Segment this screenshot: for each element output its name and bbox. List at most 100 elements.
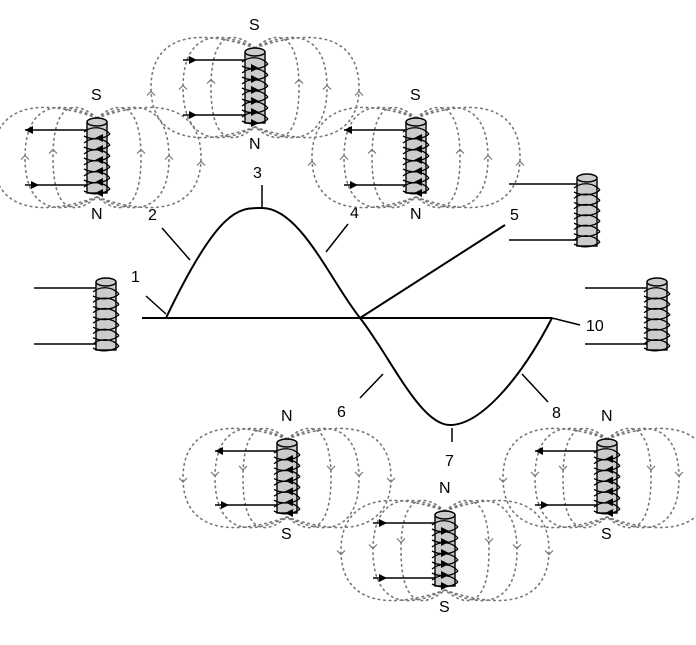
coil-winding [402,149,430,157]
field-arrow [136,148,146,154]
coil-winding [402,138,430,146]
current-arrow [541,501,549,509]
current-arrow [344,126,352,134]
winding-arrow [285,498,293,507]
stage-label-3: 3 [253,165,262,182]
field-line [340,499,446,602]
field-line [400,499,446,602]
field-arrow [396,538,406,544]
field-arrow [196,160,206,166]
field-arrow [455,148,465,154]
winding-arrow [441,527,449,535]
coil-winding [431,564,459,572]
coil-stage-1 [34,277,120,352]
north-pole-label: N [439,480,451,497]
field-line [52,106,98,209]
field-line [242,427,288,529]
coil-winding [643,345,671,352]
winding-arrow [285,487,293,496]
field-arrow [498,477,508,483]
coil-winding [83,171,111,179]
coil-winding [573,224,601,233]
coil-winding [573,203,601,212]
field-arrow [544,550,554,556]
coil-winding [573,241,601,248]
field-arrow [515,160,525,166]
leader-10 [551,317,581,326]
field-arrow [206,78,216,84]
coil-winding [241,101,269,109]
field-arrow [146,90,156,96]
field-arrow [20,154,30,160]
winding-arrow [605,455,613,463]
coil-winding [402,160,430,168]
north-pole-label: N [601,408,613,425]
field-arrow [322,84,332,90]
stage-label-1: 1 [131,269,140,286]
stage-label-7: 7 [445,453,454,470]
winding-arrow [285,455,293,463]
current-arrow [350,181,358,189]
north-pole-label: N [281,408,293,425]
winding-arrow [251,64,259,72]
stage-label-6: 6 [337,404,346,421]
coil-winding [273,469,301,478]
field-line [415,106,461,209]
field-line [502,427,608,529]
field-line [96,106,202,209]
south-pole-label: S [281,526,292,543]
coil-winding [83,182,111,190]
north-pole-label: N [91,206,103,223]
field-line [182,427,288,529]
leader-1 [145,295,167,315]
field-arrow [386,477,396,483]
field-arrow [210,471,220,477]
north-pole-label: N [410,206,422,223]
coil-core-cap [244,47,266,57]
field-line [606,427,680,529]
coil-winding [643,307,671,316]
winding-arrow [605,465,613,474]
field-line [444,499,490,602]
winding-arrow [285,465,293,474]
coil-stage-5 [509,173,601,248]
coil-winding [83,160,111,168]
coil-winding [241,57,269,65]
field-arrow [339,154,349,160]
field-line [606,427,652,529]
coil-winding [593,469,621,478]
winding-arrow [441,571,449,579]
south-pole-label: S [91,87,102,104]
winding-arrow [285,509,293,517]
coil-core-cap [576,173,598,183]
current-arrow [215,447,223,455]
field-arrow [367,148,377,154]
winding-arrow [605,487,613,496]
winding-arrow [95,189,103,197]
current-arrow [189,56,197,64]
field-line [96,106,142,209]
current-arrow [379,574,387,582]
leader-2 [161,227,191,261]
coil-winding [92,297,120,305]
field-arrow [674,471,684,477]
coil-winding [593,502,621,510]
current-arrow [25,126,33,134]
winding-arrow [605,498,613,507]
field-arrow [294,78,304,84]
current-arrow [31,181,39,189]
coil-winding [431,542,459,550]
field-arrow [512,544,522,550]
coil-winding [273,458,301,467]
coil-winding [573,235,601,243]
field-line [371,106,417,209]
coil-core-cap [95,277,117,287]
coil-core-cap [276,438,298,448]
stage-label-5: 5 [510,207,519,224]
stage-label-10: 10 [586,318,604,335]
field-arrow [558,465,568,471]
coil-winding [92,339,120,347]
field-arrow [354,90,364,96]
